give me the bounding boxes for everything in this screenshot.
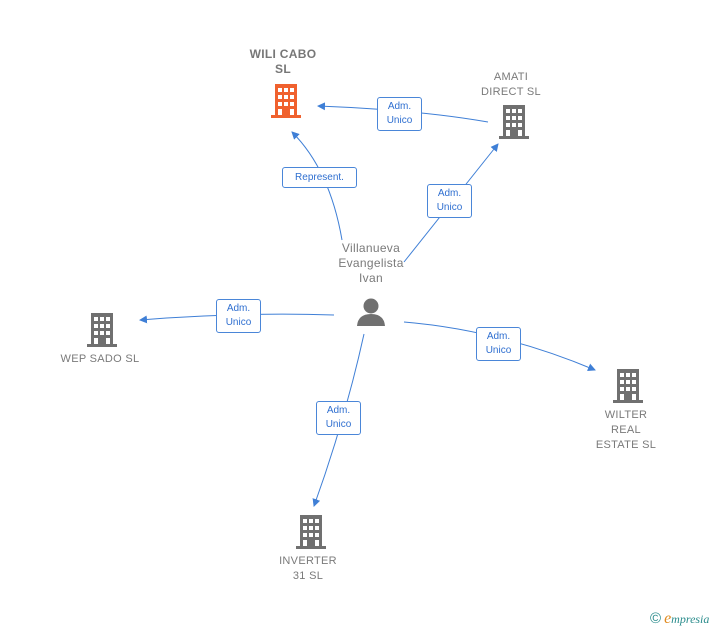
person-label[interactable]: Villanueva Evangelista Ivan — [338, 241, 404, 285]
building-icon[interactable] — [86, 313, 118, 347]
relation-label-person-amati: Adm. Unico — [427, 184, 472, 218]
copyright-icon: © — [650, 610, 662, 627]
building-icon[interactable] — [498, 105, 530, 139]
company-label-inverter[interactable]: INVERTER 31 SL — [279, 555, 337, 582]
relation-label-amati-wili: Adm. Unico — [377, 97, 422, 131]
relation-label-person-wili: Represent. — [282, 167, 357, 188]
building-icon[interactable] — [295, 515, 327, 549]
person-icon[interactable] — [356, 297, 386, 327]
relation-label-person-wep: Adm. Unico — [216, 299, 261, 333]
company-label-wili[interactable]: WILI CABO SL — [249, 47, 317, 76]
brand-name: mpresia — [671, 612, 710, 626]
company-label-amati[interactable]: AMATI DIRECT SL — [481, 71, 541, 98]
building-icon[interactable] — [612, 369, 644, 403]
relation-label-person-inverter: Adm. Unico — [316, 401, 361, 435]
relation-label-person-wilter: Adm. Unico — [476, 327, 521, 361]
company-label-wep[interactable]: WEP SADO SL — [60, 353, 140, 365]
building-icon[interactable] — [270, 84, 302, 118]
brand-logo: ©empresia — [650, 610, 709, 628]
brand-initial: e — [664, 610, 672, 627]
company-label-wilter[interactable]: WILTER REAL ESTATE SL — [595, 409, 657, 451]
